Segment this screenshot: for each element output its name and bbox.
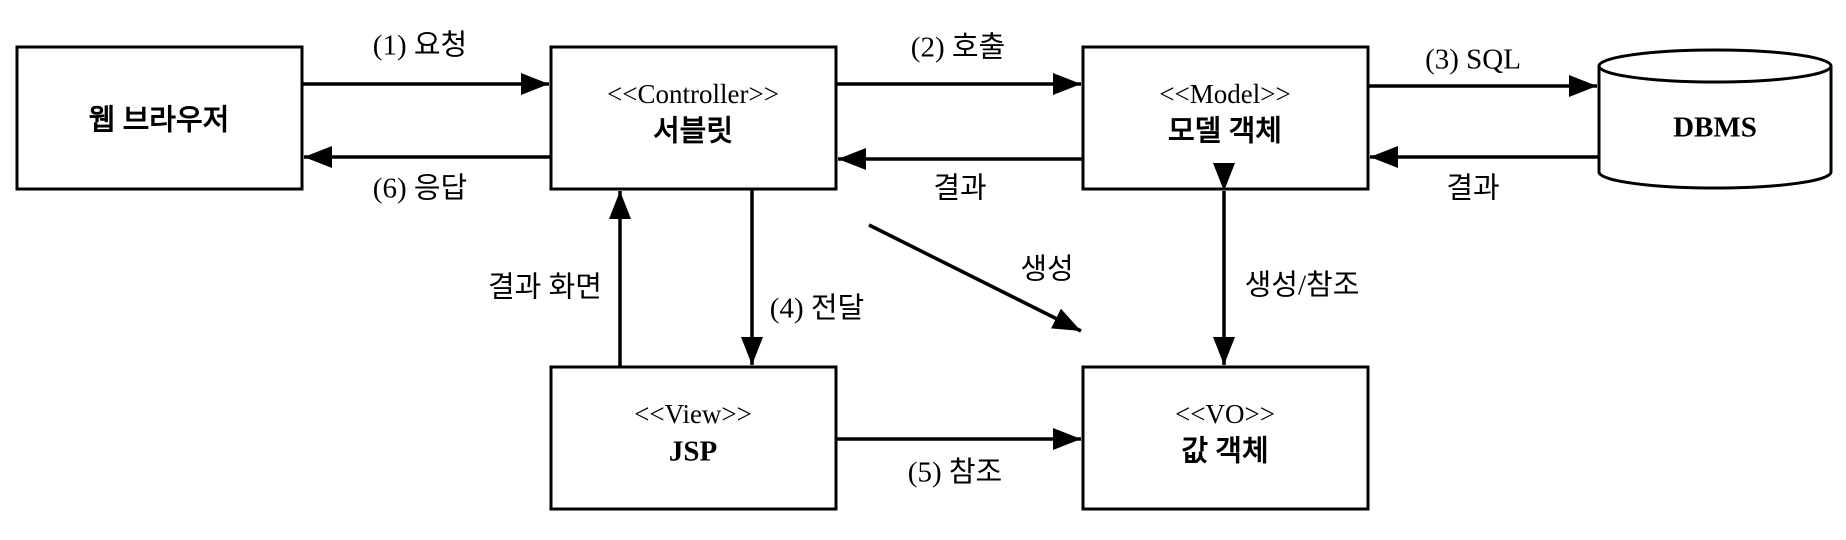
model-stereotype: <<Model>> — [1159, 79, 1290, 109]
forward-label: (4) 전달 — [770, 293, 864, 325]
browser-node: 웹 브라우저 — [15, 45, 304, 191]
call-label: (2) 호출 — [911, 31, 1005, 64]
vo-stereotype: <<VO>> — [1175, 399, 1275, 429]
dbms-cylinder-icon — [1597, 66, 1833, 190]
view-title: JSP — [669, 436, 717, 468]
reference-label: (5) 참조 — [908, 457, 1002, 489]
response-label: (6) 응답 — [373, 173, 467, 205]
dbms-title: DBMS — [1673, 112, 1757, 144]
vo-title: 값 객체 — [1181, 435, 1268, 468]
browser-title: 웹 브라우저 — [89, 104, 230, 137]
request-label: (1) 요청 — [373, 30, 467, 62]
model-title: 모델 객체 — [1168, 115, 1282, 148]
controller-stereotype: <<Controller>> — [607, 79, 779, 109]
controller-title: 서블릿 — [653, 115, 733, 148]
create-ref-label: 생성/참조 — [1245, 270, 1360, 302]
controller-result-label: 결과 — [933, 173, 986, 205]
dbms-node: DBMS — [1597, 48, 1833, 190]
controller-node: <<Controller>> 서블릿 — [549, 45, 838, 191]
sql-label: (3) SQL — [1425, 44, 1521, 76]
create-arrow — [868, 223, 1082, 333]
view-node: <<View>> JSP — [549, 365, 838, 511]
model-node: <<Model>> 모델 객체 — [1081, 45, 1370, 191]
db-result-label: 결과 — [1446, 173, 1499, 205]
view-stereotype: <<View>> — [634, 399, 752, 429]
create-label: 생성 — [1020, 254, 1073, 286]
result-screen-label: 결과 화면 — [488, 271, 602, 304]
vo-node: <<VO>> 값 객체 — [1081, 365, 1370, 511]
